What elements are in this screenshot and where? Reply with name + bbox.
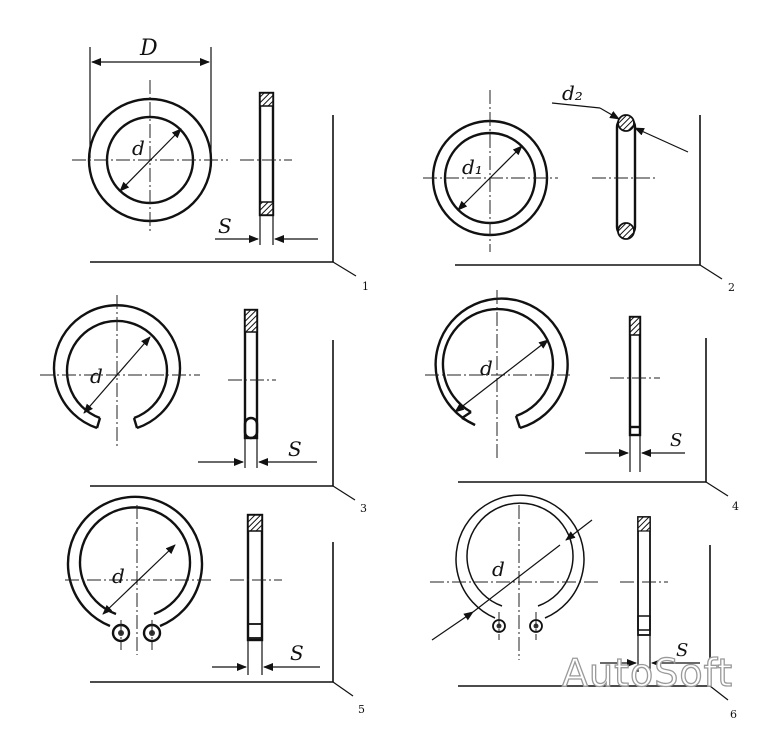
- label-thickness: S: [288, 437, 302, 461]
- open-ring-inner-edge: [441, 307, 555, 418]
- figure-number-1: 1: [362, 280, 369, 293]
- figure-1: 1 D d S: [72, 36, 369, 293]
- label-inner-diameter: d: [90, 364, 103, 388]
- ring-side-view: [258, 91, 275, 217]
- label-outer-diameter: D: [139, 36, 158, 61]
- label-wire-diameter-d2: d₂: [562, 81, 583, 105]
- inner-diameter-dimension: [457, 145, 523, 211]
- circlip-outer-edge: [66, 495, 204, 628]
- label-inner-diameter: d: [132, 136, 145, 160]
- figure-number-6: 6: [730, 708, 737, 721]
- label-inner-diameter: d: [112, 564, 125, 588]
- figure-4: 4 d S: [425, 290, 739, 513]
- inner-diameter-dimension: [119, 128, 182, 192]
- inner-diameter-dimension: [83, 336, 151, 414]
- figure-number-4: 4: [732, 500, 739, 513]
- label-inner-diameter: d: [480, 356, 493, 380]
- figure-2: 2 d₁ d₂: [423, 81, 735, 294]
- label-inner-diameter-d1: d₁: [462, 155, 483, 179]
- inner-diameter-dimension: [454, 339, 549, 413]
- label-thickness: S: [676, 640, 688, 661]
- ring-side-view: [246, 513, 264, 642]
- circlip-outer-edge: [455, 494, 585, 619]
- figure-5: 5 d S: [65, 495, 365, 716]
- label-lug-hole-diameter: d: [492, 557, 505, 581]
- figure-number-2: 2: [728, 281, 735, 294]
- figure-6: 6 d S: [430, 494, 737, 721]
- circlip-inner-edge: [78, 506, 192, 616]
- figure-number-3: 3: [360, 502, 367, 515]
- label-thickness: S: [290, 641, 304, 665]
- wire-ring-side-view: [615, 116, 637, 238]
- label-thickness: S: [670, 430, 682, 451]
- circlip-inner-edge: [466, 502, 574, 607]
- label-thickness: S: [218, 214, 232, 238]
- open-ring-outer-edge: [434, 297, 569, 430]
- watermark-logo: AutoSoft: [562, 651, 733, 695]
- inner-diameter-dimension: [102, 544, 176, 615]
- figure-number-5: 5: [358, 703, 365, 716]
- ring-side-view: [637, 516, 651, 636]
- figure-3: 3 d S: [40, 295, 367, 515]
